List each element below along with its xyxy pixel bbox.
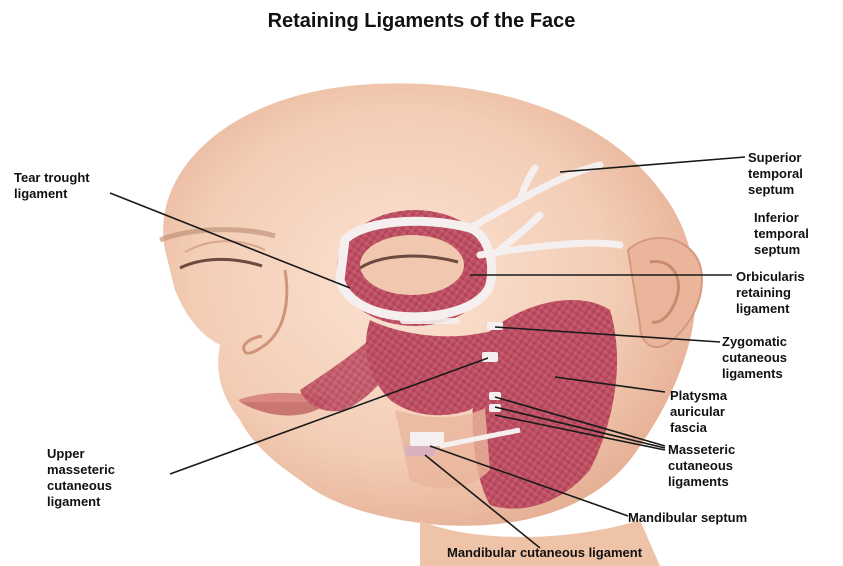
label-masseteric-cutaneous-ligaments: Masseteric cutaneous ligaments	[668, 442, 735, 490]
label-zygomatic-cutaneous-ligaments: Zygomatic cutaneous ligaments	[722, 334, 787, 382]
upper-masseteric-marker	[482, 352, 498, 362]
zygomatic-ligament-marker	[487, 322, 503, 330]
label-tear-trough-ligament: Tear trought ligament	[14, 170, 90, 202]
mandibular-ligament-marker	[410, 432, 444, 446]
label-upper-masseteric-cutaneous-ligament: Upper masseteric cutaneous ligament	[47, 446, 115, 510]
label-superior-temporal-septum: Superior temporal septum	[748, 150, 803, 198]
label-orbicularis-retaining-ligament: Orbicularis retaining ligament	[736, 269, 805, 317]
label-inferior-temporal-septum: Inferior temporal septum	[754, 210, 809, 258]
label-mandibular-cutaneous-ligament: Mandibular cutaneous ligament	[447, 545, 642, 561]
label-platysma-auricular-fascia: Platysma auricular fascia	[670, 388, 727, 436]
label-mandibular-septum: Mandibular septum	[628, 510, 747, 526]
